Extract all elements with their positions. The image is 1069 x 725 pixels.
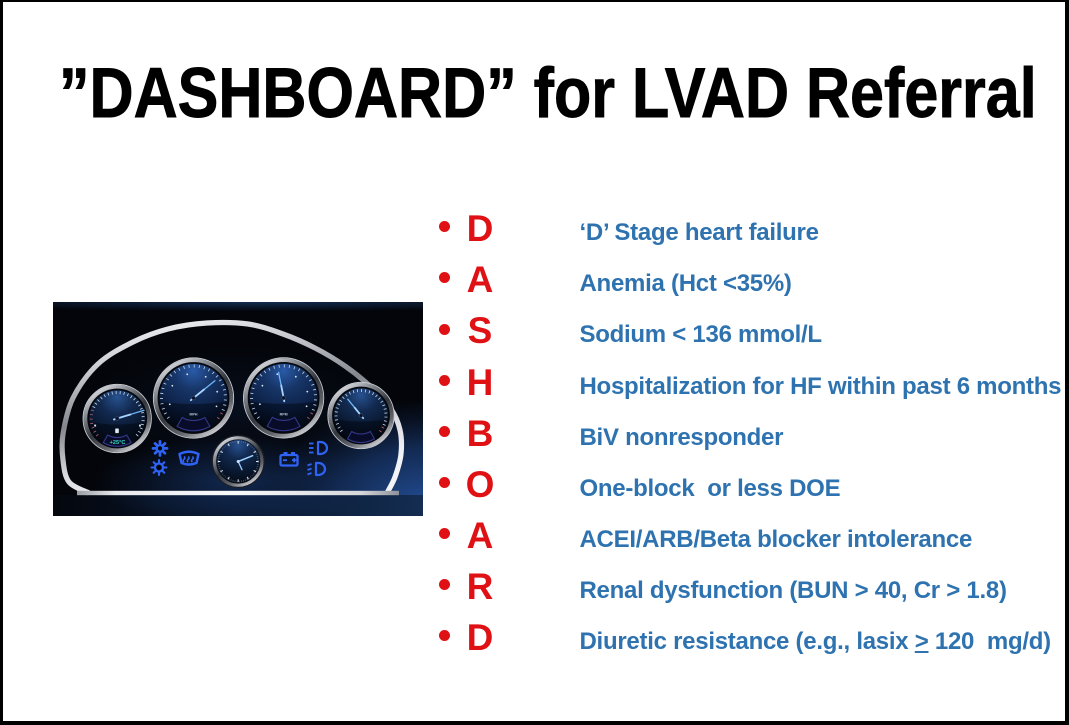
svg-text:+25°C: +25°C: [110, 440, 126, 446]
svg-text:MPH: MPH: [190, 412, 198, 416]
svg-text:RPM: RPM: [280, 412, 288, 416]
